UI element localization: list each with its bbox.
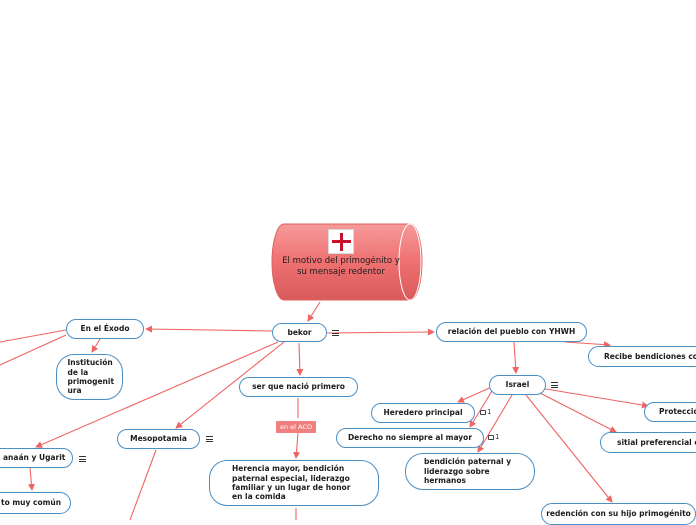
node-sitial-preferencial[interactable]: sitial preferencial en [600,432,696,453]
node-heredero-principal[interactable]: Heredero principal [371,403,475,423]
comment-count: 1 [487,408,492,416]
comment-indicator[interactable]: 1 [480,408,491,416]
node-label: Institución de la primogenit ura [67,358,115,396]
comment-icon [480,409,486,415]
connector-line [35,341,279,448]
connector-line [525,394,613,503]
node-en-el-exodo[interactable]: En el Éxodo [66,319,144,339]
node-bekor[interactable]: bekor [272,323,327,342]
node-herencia-mayor[interactable]: Herencia mayor, bendición paternal espec… [209,460,379,506]
node-israel[interactable]: Israel [489,375,546,395]
central-cylinder [271,223,423,301]
node-recibe-bendiciones[interactable]: Recibe bendiciones con [588,346,696,367]
connector-line [564,341,611,349]
connector-line [0,329,67,343]
notes-icon[interactable] [206,436,213,442]
connector-line [91,338,101,353]
node-muy-comun[interactable]: to muy común [0,492,71,514]
connector-line [512,341,520,374]
node-institucion-primogenitura[interactable]: Institución de la primogenit ura [56,354,123,400]
connector-line [457,385,495,403]
connector-line [469,390,493,428]
connector-line [175,341,285,429]
node-derecho-no-siempre[interactable]: Derecho no siempre al mayor [336,428,484,448]
node-canaan-ugarit[interactable]: anaán y Ugarit [0,448,73,468]
node-redencion-primogenito[interactable]: redención con su hijo primogénito [541,503,696,525]
notes-icon[interactable] [332,330,339,336]
red-cross-flag-icon [328,229,354,254]
connector-line [326,328,435,336]
central-topic-title: El motivo del primogénito y su mensaje r… [282,256,400,278]
connector-line [307,301,321,322]
node-label: Herencia mayor, bendición paternal espec… [232,464,351,502]
connector-line [477,394,513,453]
connector-line [145,325,273,333]
node-relacion-pueblo-yhwh[interactable]: relación del pueblo con YHWH [436,322,587,342]
comment-count: 1 [495,433,500,441]
connector-line [296,342,304,376]
node-ser-que-nacio-primero[interactable]: ser que nació primero [239,377,358,397]
node-bendicion-paternal[interactable]: bendición paternal y liderazgo sobre her… [405,453,535,490]
connector-line [537,391,617,433]
node-proteccion[interactable]: Protecció [644,402,696,422]
label-en-el-aco: en el ACO [276,421,317,433]
node-label: bendición paternal y liderazgo sobre her… [424,457,512,486]
connector-line [129,449,157,520]
connector-line [292,432,300,459]
node-mesopotamia[interactable]: Mesopotamia [117,429,200,449]
connector-line [539,387,649,409]
connector-line [0,334,67,366]
notes-icon[interactable] [79,456,86,462]
comment-indicator[interactable]: 1 [488,433,499,441]
connector-line [27,467,35,491]
notes-icon[interactable] [551,382,558,388]
comment-icon [488,434,494,440]
